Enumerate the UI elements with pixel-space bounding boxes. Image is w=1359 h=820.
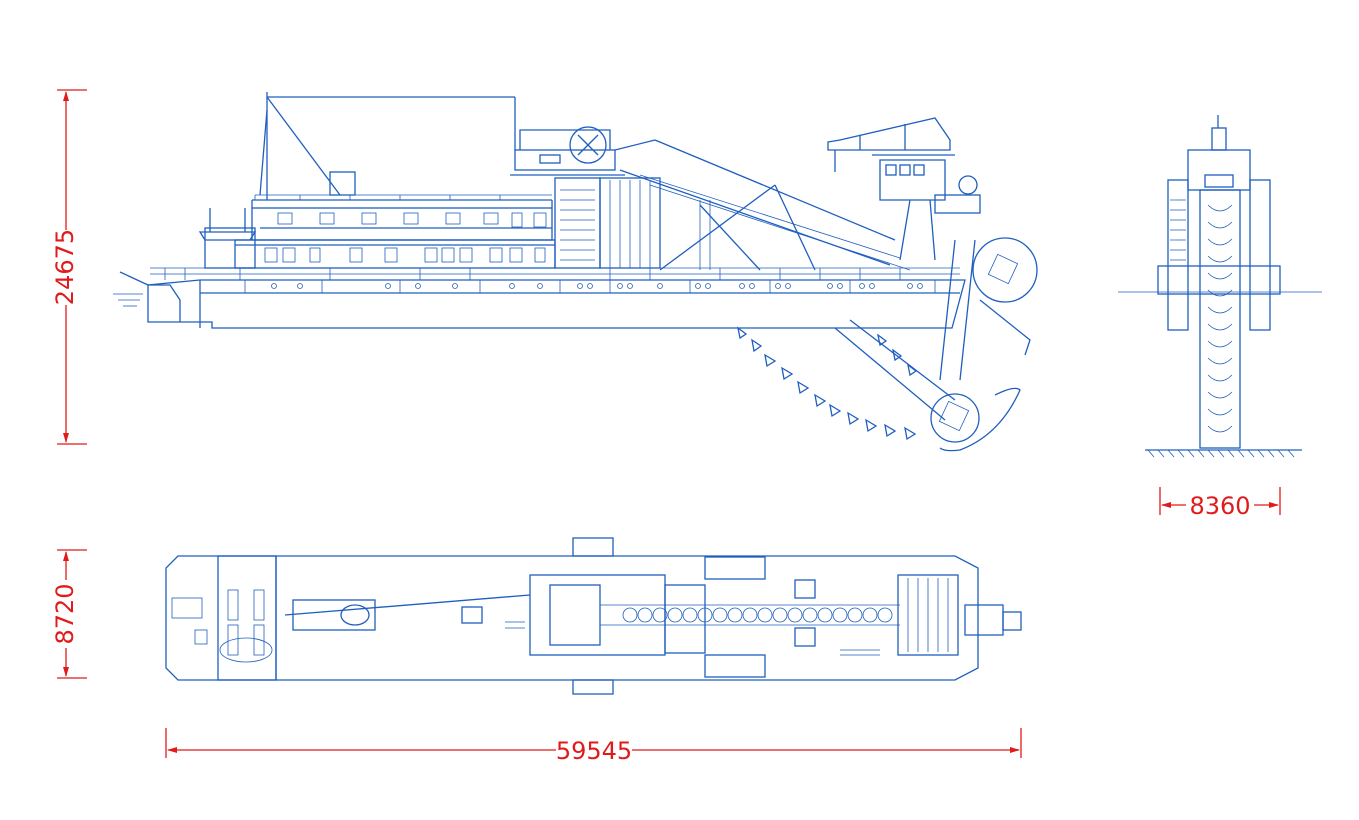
lifeboat [198, 208, 257, 241]
seabed-hatch [1147, 449, 1295, 458]
beam-dimension-label: 8360 [1189, 492, 1250, 520]
plan-hull [165, 537, 979, 695]
deckhouse-upper-windows [254, 194, 552, 228]
plan-aft-machinery [171, 589, 273, 663]
plan-forward-structure [897, 574, 1022, 656]
mast [259, 92, 516, 200]
plan-winch-frame [284, 594, 531, 631]
hull [119, 271, 966, 329]
height-dimension-label: 24675 [51, 229, 79, 305]
hopper-tower-detail [560, 180, 651, 268]
dimension-width: 8720 [51, 549, 87, 679]
water-line-marks [113, 293, 143, 307]
bucket-chain [737, 326, 918, 441]
upper-structure [510, 126, 625, 176]
deck-railing [150, 267, 960, 280]
plan-view [165, 537, 1022, 695]
deckhouse-lower-windows [264, 247, 546, 263]
gantry-braces [639, 174, 911, 271]
dimension-beam: 8360 [1159, 487, 1281, 520]
plan-bucket-chain [600, 604, 900, 626]
front-buckets [1170, 199, 1233, 433]
length-dimension-label: 59545 [556, 737, 632, 765]
bucket-ladder [834, 237, 1038, 452]
hull-portholes [244, 280, 936, 293]
forward-house [827, 117, 981, 261]
dimension-length: 59545 [165, 728, 1022, 765]
deckhouse-lower [204, 227, 556, 269]
plan-forward-hatch [505, 578, 949, 656]
front-hull [1157, 115, 1281, 449]
hopper-tower [554, 177, 661, 269]
side-elevation-view [113, 92, 1038, 452]
plan-central-house [529, 556, 816, 678]
width-dimension-label: 8720 [51, 583, 79, 644]
front-view [1118, 115, 1322, 458]
dimension-height: 24675 [51, 89, 87, 445]
deckhouse-upper [251, 199, 553, 241]
upper-tumbler-detail [938, 253, 1019, 432]
ladder-gantry [614, 139, 896, 271]
